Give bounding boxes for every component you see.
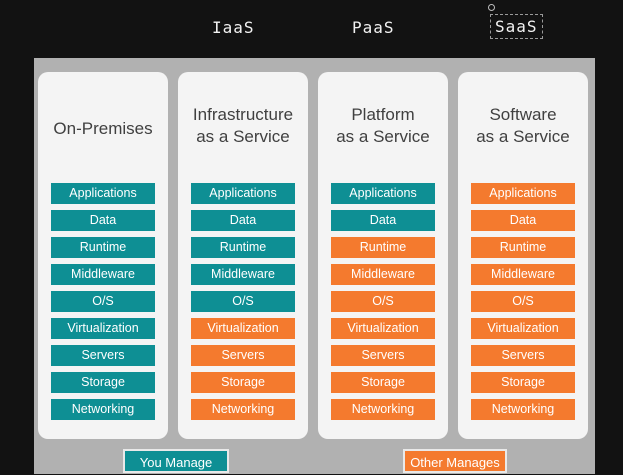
legend-other-manages: Other Manages: [403, 449, 507, 473]
layer-item: Networking: [471, 399, 575, 420]
layer-item: Storage: [471, 372, 575, 393]
layer-item: Virtualization: [471, 318, 575, 339]
layer-item: Virtualization: [191, 318, 295, 339]
layer-item: Networking: [191, 399, 295, 420]
column-title: Software as a Service: [476, 105, 570, 146]
saas-annotation[interactable]: SaaS: [490, 14, 543, 39]
layer-item: Applications: [51, 183, 155, 204]
layer-item: Middleware: [331, 264, 435, 285]
layer-item: Virtualization: [331, 318, 435, 339]
layer-item: Runtime: [191, 237, 295, 258]
column-title: Infrastructure as a Service: [192, 105, 294, 146]
layer-item: Middleware: [191, 264, 295, 285]
layer-item: Middleware: [51, 264, 155, 285]
layer-item: Networking: [331, 399, 435, 420]
layer-item: Runtime: [51, 237, 155, 258]
layer-item: Data: [191, 210, 295, 231]
layer-item: Servers: [331, 345, 435, 366]
layer-item: O/S: [191, 291, 295, 312]
layer-item: O/S: [331, 291, 435, 312]
layer-item: Data: [331, 210, 435, 231]
column-iaas: Infrastructure as a Service Applications…: [178, 72, 308, 439]
column-title: On-Premises: [53, 119, 153, 138]
layer-item: Servers: [191, 345, 295, 366]
layer-item: Data: [471, 210, 575, 231]
legend-you-manage: You Manage: [123, 449, 229, 473]
layer-item: Middleware: [471, 264, 575, 285]
layer-item: Storage: [331, 372, 435, 393]
iaas-annotation: IaaS: [212, 18, 255, 37]
layer-item: Servers: [471, 345, 575, 366]
paas-annotation: PaaS: [352, 18, 395, 37]
layer-item: Applications: [191, 183, 295, 204]
layer-item: O/S: [51, 291, 155, 312]
layer-item: Data: [51, 210, 155, 231]
column-title: Platform as a Service: [336, 105, 430, 146]
layer-item: Applications: [471, 183, 575, 204]
layer-item: Storage: [51, 372, 155, 393]
layer-item: Virtualization: [51, 318, 155, 339]
layer-item: Networking: [51, 399, 155, 420]
layer-item: Applications: [331, 183, 435, 204]
layer-item: Storage: [191, 372, 295, 393]
layer-item: Runtime: [471, 237, 575, 258]
layer-item: O/S: [471, 291, 575, 312]
layer-item: Servers: [51, 345, 155, 366]
selection-handle-icon[interactable]: [488, 4, 495, 11]
layer-item: Runtime: [331, 237, 435, 258]
